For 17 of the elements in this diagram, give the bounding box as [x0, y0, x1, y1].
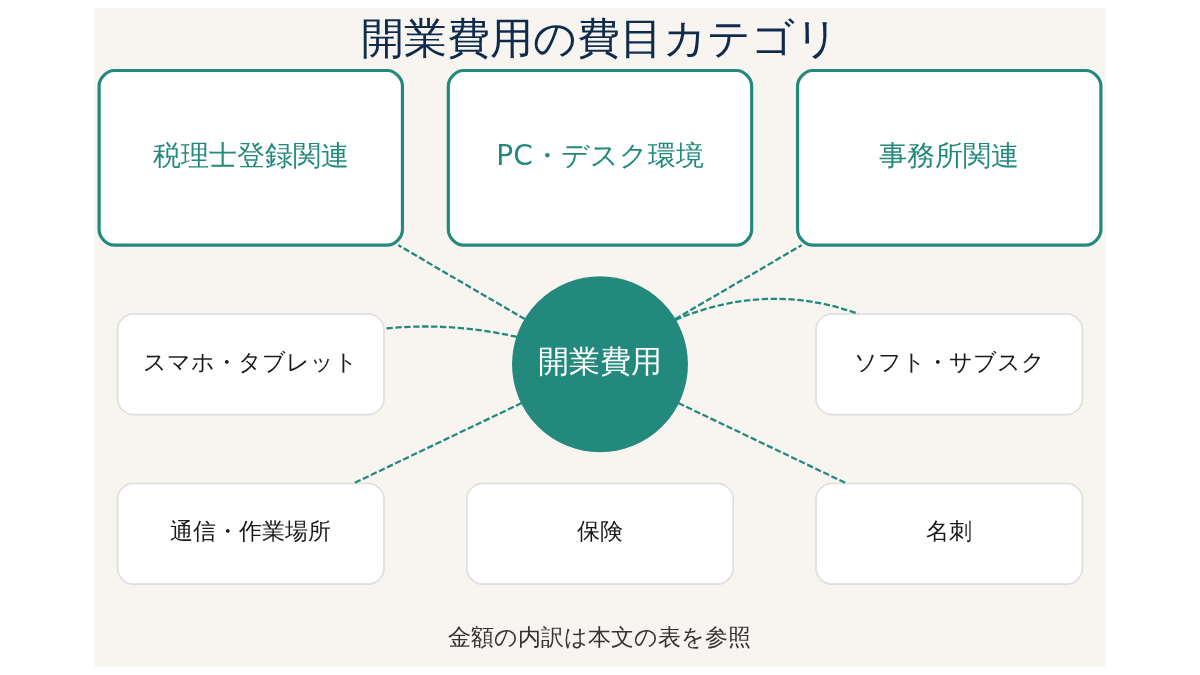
node-box: 保険	[466, 482, 734, 585]
node-box: 税理士登録関連	[97, 68, 405, 247]
node-box: PC・デスク環境	[446, 68, 754, 247]
node-box: 名刺	[815, 482, 1084, 585]
connector	[674, 244, 803, 321]
node-box: 事務所関連	[795, 68, 1103, 247]
label: 金額の内訳は本文の表を参照	[448, 623, 752, 650]
node-box: スマホ・タブレット	[116, 313, 385, 416]
node-box: ソフト・サブスク	[815, 313, 1084, 416]
connector	[384, 325, 518, 338]
connector	[674, 297, 859, 321]
connector	[397, 244, 526, 321]
connector	[352, 401, 523, 485]
connector	[677, 401, 848, 485]
diagram-title: 開業費用の費目カテゴリ	[361, 12, 839, 63]
node-circle: 開業費用	[512, 276, 688, 453]
node-box: 通信・作業場所	[116, 482, 385, 585]
